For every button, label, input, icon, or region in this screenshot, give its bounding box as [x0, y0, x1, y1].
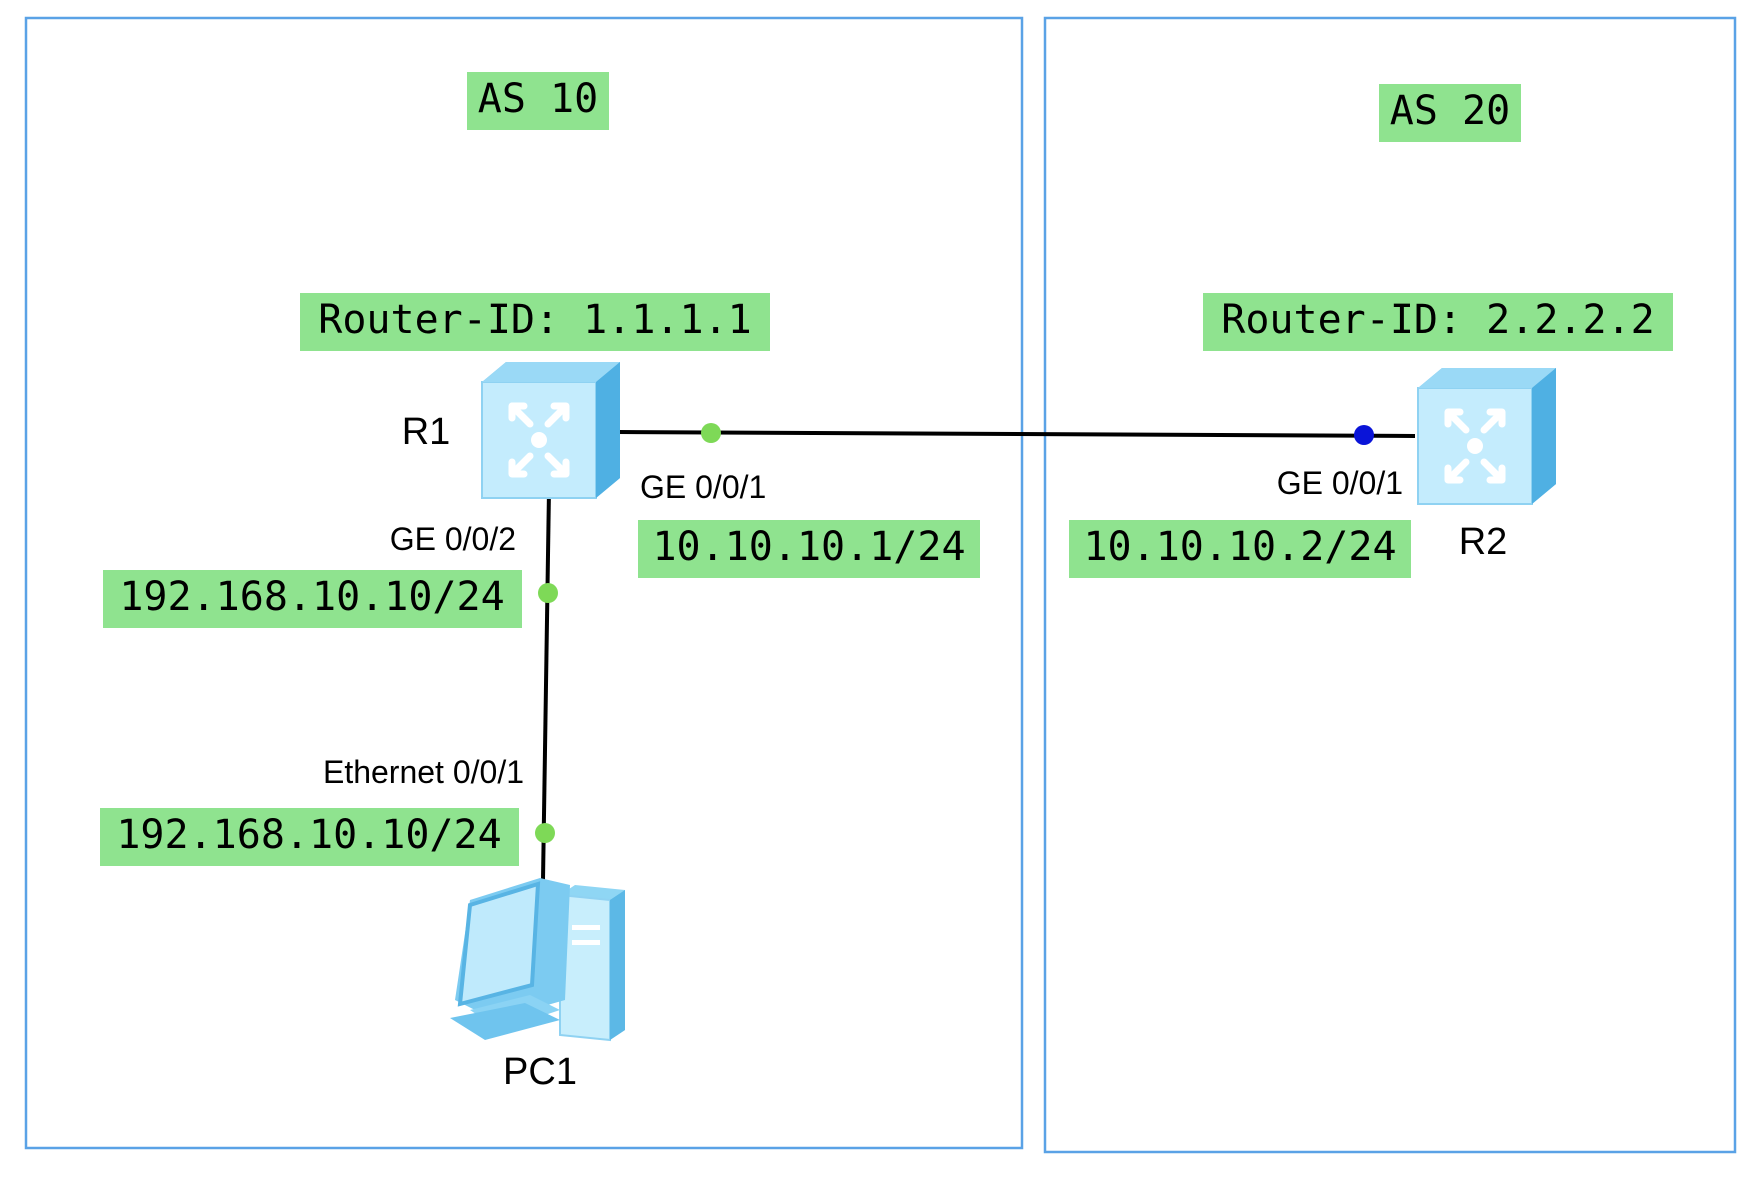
svg-text:10.10.10.1/24: 10.10.10.1/24 — [652, 524, 965, 570]
r1-ge001-port-label: GE 0/0/1 — [640, 469, 766, 505]
svg-text:192.168.10.10/24: 192.168.10.10/24 — [116, 812, 501, 858]
link-r1-pc1 — [541, 489, 551, 881]
r1-name: R1 — [402, 411, 451, 453]
r1-router[interactable]: R1 — [402, 362, 620, 498]
pc1-eth-port-dot — [535, 823, 555, 843]
r2-name: R2 — [1459, 521, 1508, 563]
svg-text:Router-ID: 1.1.1.1: Router-ID: 1.1.1.1 — [318, 297, 751, 343]
r1-ge002-ip-label: 192.168.10.10/24 — [103, 570, 522, 628]
svg-text:AS 10: AS 10 — [478, 76, 598, 122]
r2-router[interactable]: R2 — [1418, 368, 1556, 563]
link-r1-r2 — [617, 430, 1416, 438]
as-20-label: AS 20 — [1379, 84, 1521, 142]
r1-router-id-label: Router-ID: 1.1.1.1 — [300, 293, 770, 351]
r2-ge001-port-label: GE 0/0/1 — [1277, 465, 1403, 501]
pc1-computer[interactable]: PC1 — [450, 878, 625, 1093]
pc1-eth-ip-label: 192.168.10.10/24 — [100, 808, 519, 866]
r2-ge001-port-dot — [1354, 425, 1374, 445]
router-icon — [1418, 368, 1556, 504]
svg-text:Router-ID: 2.2.2.2: Router-ID: 2.2.2.2 — [1221, 297, 1654, 343]
svg-text:AS 20: AS 20 — [1390, 88, 1510, 134]
svg-text:10.10.10.2/24: 10.10.10.2/24 — [1083, 524, 1396, 570]
r2-router-id-label: Router-ID: 2.2.2.2 — [1203, 293, 1673, 351]
pc-icon — [450, 878, 625, 1042]
r1-ge001-port-dot — [701, 423, 721, 443]
router-icon — [482, 362, 620, 498]
r1-ge002-port-label: GE 0/0/2 — [390, 521, 516, 557]
as-10-boundary — [24, 16, 1024, 1150]
r1-ge001-ip-label: 10.10.10.1/24 — [638, 520, 980, 578]
r1-ge002-port-dot — [538, 583, 558, 603]
pc1-name: PC1 — [503, 1051, 577, 1093]
as-10-label: AS 10 — [467, 72, 609, 130]
svg-text:192.168.10.10/24: 192.168.10.10/24 — [119, 574, 504, 620]
as-20-boundary — [1043, 16, 1737, 1154]
r2-ge001-ip-label: 10.10.10.2/24 — [1069, 520, 1411, 578]
pc1-eth-port-label: Ethernet 0/0/1 — [323, 754, 524, 790]
